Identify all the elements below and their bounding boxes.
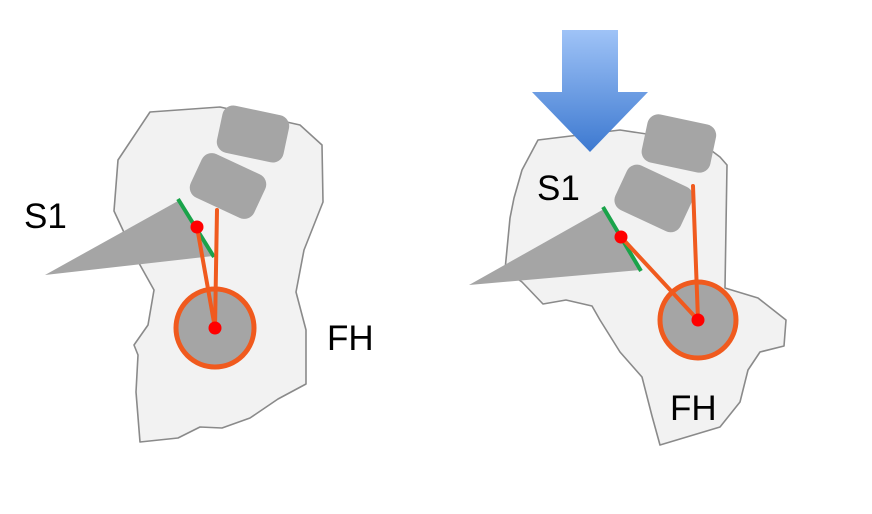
down-arrow-icon: [532, 30, 648, 152]
left-lever-line-a: [195, 225, 217, 330]
right-fh-label: FH: [670, 389, 717, 428]
right-upper-vertebra-block: [641, 114, 717, 173]
right-lever-line-b: [691, 184, 700, 322]
right-sacrum-wedge: [469, 209, 640, 285]
left-s1-joint-dot: [190, 220, 204, 234]
right-fh-center-dot: [691, 313, 705, 327]
left-panel: S1 FH: [24, 105, 374, 443]
left-fh-label: FH: [327, 319, 374, 358]
right-lever-line-a: [619, 235, 700, 322]
left-lever-line-b: [213, 208, 219, 330]
left-lower-vertebra-block: [189, 153, 267, 219]
right-s1-joint-dot: [614, 230, 628, 244]
left-sacrum-wedge: [45, 201, 213, 275]
right-lower-vertebra-block: [614, 164, 694, 233]
right-panel: S1 FH: [469, 30, 787, 446]
left-pelvis-outline: [113, 106, 324, 443]
left-fh-center-dot: [208, 321, 222, 335]
left-upper-vertebra-block: [216, 105, 290, 163]
left-s1-label: S1: [24, 197, 67, 236]
right-s1-label: S1: [537, 169, 580, 208]
